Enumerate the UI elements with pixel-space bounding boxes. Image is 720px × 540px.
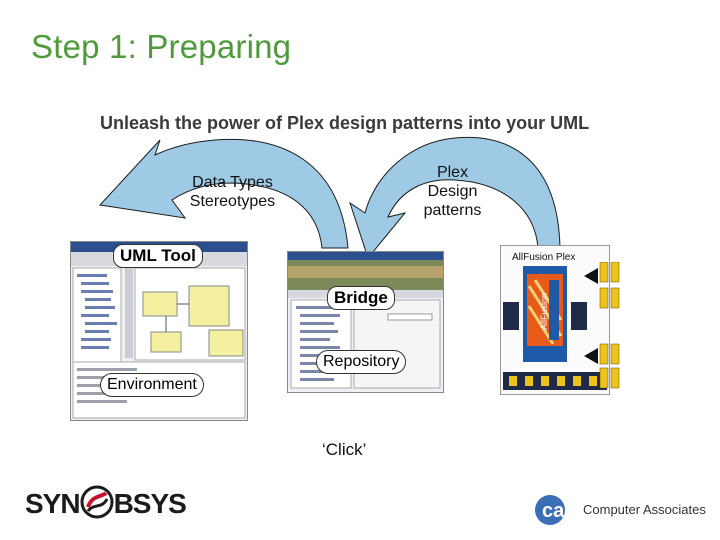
repository-callout: Repository	[316, 350, 407, 374]
left-arrow-label: Data Types Stereotypes	[170, 173, 295, 211]
left-curved-arrow	[98, 138, 349, 249]
right-curved-arrow	[349, 136, 561, 260]
right-arrow-label: Plex Design patterns	[405, 163, 500, 220]
synobsys-emblem-icon	[80, 485, 114, 519]
slide-subtitle: Unleash the power of Plex design pattern…	[100, 113, 590, 133]
left-arrow-label-line: Data Types	[192, 174, 273, 191]
click-caption: ‘Click’	[322, 440, 367, 459]
ca-mark: ca	[542, 500, 565, 522]
computer-associates-name: Computer Associates	[583, 502, 706, 517]
product-box-graphic: AllFusion	[503, 266, 607, 390]
chip-columns	[584, 262, 620, 389]
right-arrow-label-line: Plex	[436, 164, 469, 181]
right-arrow-label-line: Design	[427, 183, 478, 200]
left-arrow-label-line: Stereotypes	[189, 193, 276, 210]
ca-logo-icon: ca	[535, 495, 565, 525]
right-arrow-label-line: patterns	[423, 202, 482, 219]
product-box-label: AllFusion Plex	[512, 252, 576, 263]
uml-tool-callout: UML Tool	[113, 244, 203, 268]
logo-text-right: BSYS	[113, 488, 187, 519]
box-text: AllFusion	[539, 293, 549, 330]
bridge-callout: Bridge	[327, 286, 395, 310]
environment-callout: Environment	[100, 373, 204, 397]
synobsys-logo: SYN BSYS	[25, 485, 187, 520]
slide-title: Step 1: Preparing	[31, 28, 292, 65]
logo-text-left: SYN	[25, 488, 81, 519]
allfusion-product-box: AllFusion	[500, 245, 610, 395]
